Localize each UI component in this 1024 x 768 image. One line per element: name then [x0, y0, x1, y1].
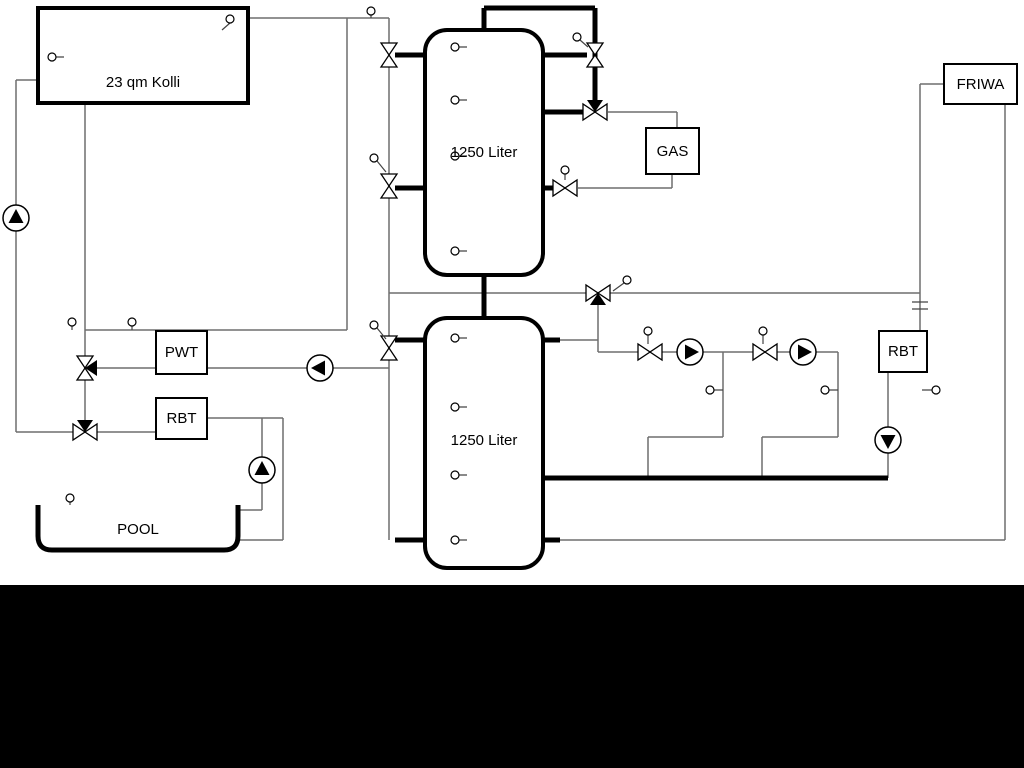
bottom-black-bar — [0, 585, 1024, 768]
valves — [72, 42, 778, 441]
valve-tank-top-left — [380, 42, 398, 68]
pipes-thin — [15, 17, 1006, 541]
gas-boiler-box: GAS — [645, 127, 700, 175]
temp-sensor — [67, 317, 77, 327]
rbt-left-box: RBT — [155, 397, 208, 440]
mixing-valve-distribution — [585, 284, 611, 305]
sensor-stems — [56, 15, 932, 541]
temp-sensor — [705, 385, 715, 395]
pipes-thick — [395, 5, 888, 543]
temp-sensor — [366, 6, 376, 16]
pump-circuit-2 — [789, 338, 817, 366]
temp-sensor — [47, 52, 57, 62]
rbt-right-box: RBT — [878, 330, 928, 373]
pump-pool — [248, 456, 276, 484]
valve-circuit-1 — [637, 343, 663, 361]
temp-sensor — [820, 385, 830, 395]
valve-tank-mid-right — [552, 179, 578, 197]
valve-lower-tank-left — [380, 335, 398, 361]
temp-sensor — [369, 320, 379, 330]
temp-sensor — [369, 153, 379, 163]
pump-solar — [2, 204, 30, 232]
valve-circuit-2 — [752, 343, 778, 361]
pump-pwt — [306, 354, 334, 382]
temp-sensor — [127, 317, 137, 327]
pwt-heat-exchanger-box: PWT — [155, 330, 208, 375]
pump-rbt — [874, 426, 902, 454]
mixing-valve-solar — [76, 355, 97, 381]
valve-tank-mid-left — [380, 173, 398, 199]
tank-temp-sensor — [450, 42, 460, 52]
temp-sensor — [572, 32, 582, 42]
temp-sensor — [560, 165, 570, 175]
pipe-ticks — [912, 301, 928, 310]
mixing-valve-pool — [72, 420, 98, 441]
tank-temp-sensor — [450, 95, 460, 105]
tank-temp-sensor — [450, 535, 460, 545]
temp-sensor — [643, 326, 653, 336]
mixing-valve-gas — [582, 100, 608, 121]
valve-tank-top-right — [586, 42, 604, 68]
temp-sensor — [225, 14, 235, 24]
temp-sensor — [758, 326, 768, 336]
pool-basin — [35, 505, 241, 553]
lower-tank-label: 1250 Liter — [450, 432, 518, 449]
temp-sensor — [931, 385, 941, 395]
upper-tank-label: 1250 Liter — [450, 144, 518, 161]
collector-label: 23 qm Kolli — [105, 74, 181, 91]
tank-temp-sensor — [450, 470, 460, 480]
tank-temp-sensor — [450, 333, 460, 343]
upper-tank — [423, 28, 545, 277]
tank-temp-sensor — [450, 246, 460, 256]
collector-box — [36, 6, 250, 105]
diagram-canvas — [2, 5, 1006, 570]
friwa-box: FRIWA — [943, 63, 1018, 105]
tank-temp-sensor — [450, 402, 460, 412]
schematic-diagram: GAS FRIWA PWT RBT RBT 23 qm Kolli 1250 L… — [2, 5, 1018, 570]
temp-sensor — [622, 275, 632, 285]
lower-tank — [423, 316, 545, 570]
pump-circuit-1 — [676, 338, 704, 366]
temp-sensor — [65, 493, 75, 503]
pool-label: POOL — [117, 521, 159, 538]
